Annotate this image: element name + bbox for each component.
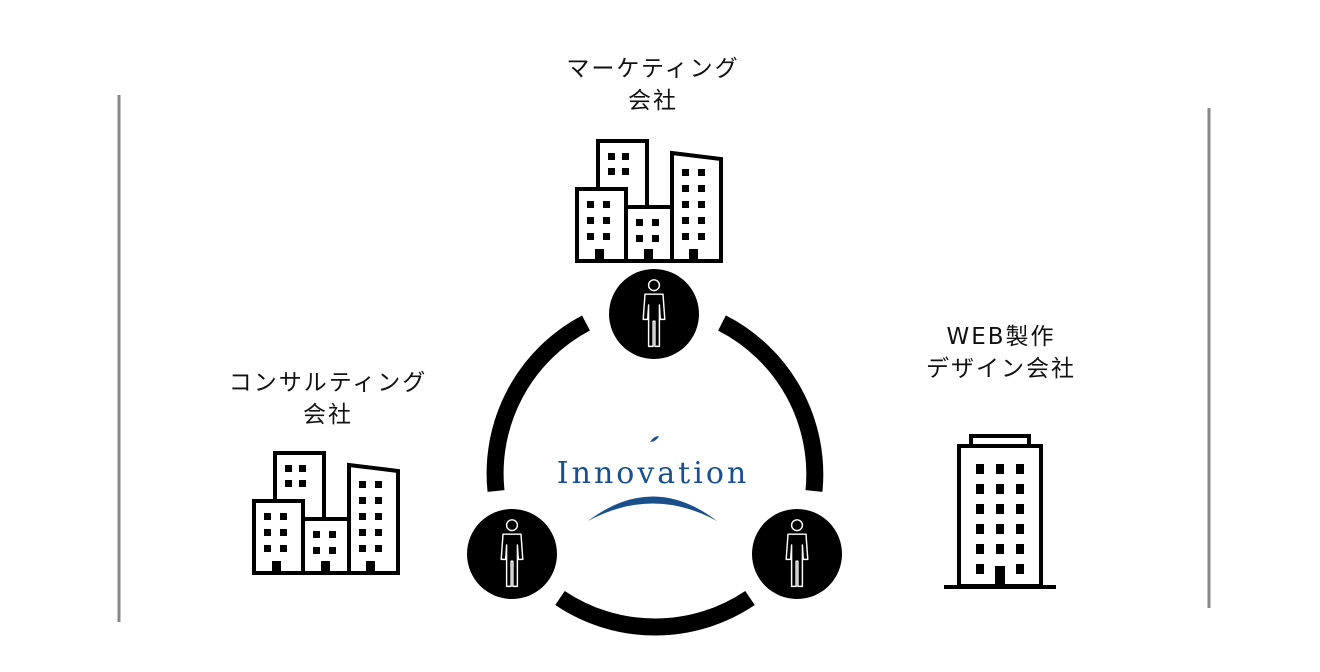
ring-arc-left [486,315,591,492]
office-buildings-icon-top [575,139,723,263]
label-right-line2: デザイン会社 [926,356,1076,382]
ring-arc-right [718,315,824,492]
ring-arc-bottom [555,590,755,636]
label-left-line2: 会社 [303,402,353,428]
logo-text: Innovation [557,456,749,491]
innovation-logo: Innovation [557,436,749,521]
label-right-line1: WEB製作 [946,324,1055,350]
label-left-line1: コンサルティング [229,370,428,396]
logo-dot [650,436,659,442]
office-tower-icon-right [944,436,1056,587]
person-node-left [467,509,557,599]
logo-swoosh [588,496,717,521]
person-node-right [752,509,842,599]
connection-ring [486,315,824,636]
person-node-top [609,269,699,359]
label-top-line2: 会社 [628,88,678,114]
label-top-line1: マーケティング [566,56,739,82]
office-buildings-icon-left [252,451,400,575]
